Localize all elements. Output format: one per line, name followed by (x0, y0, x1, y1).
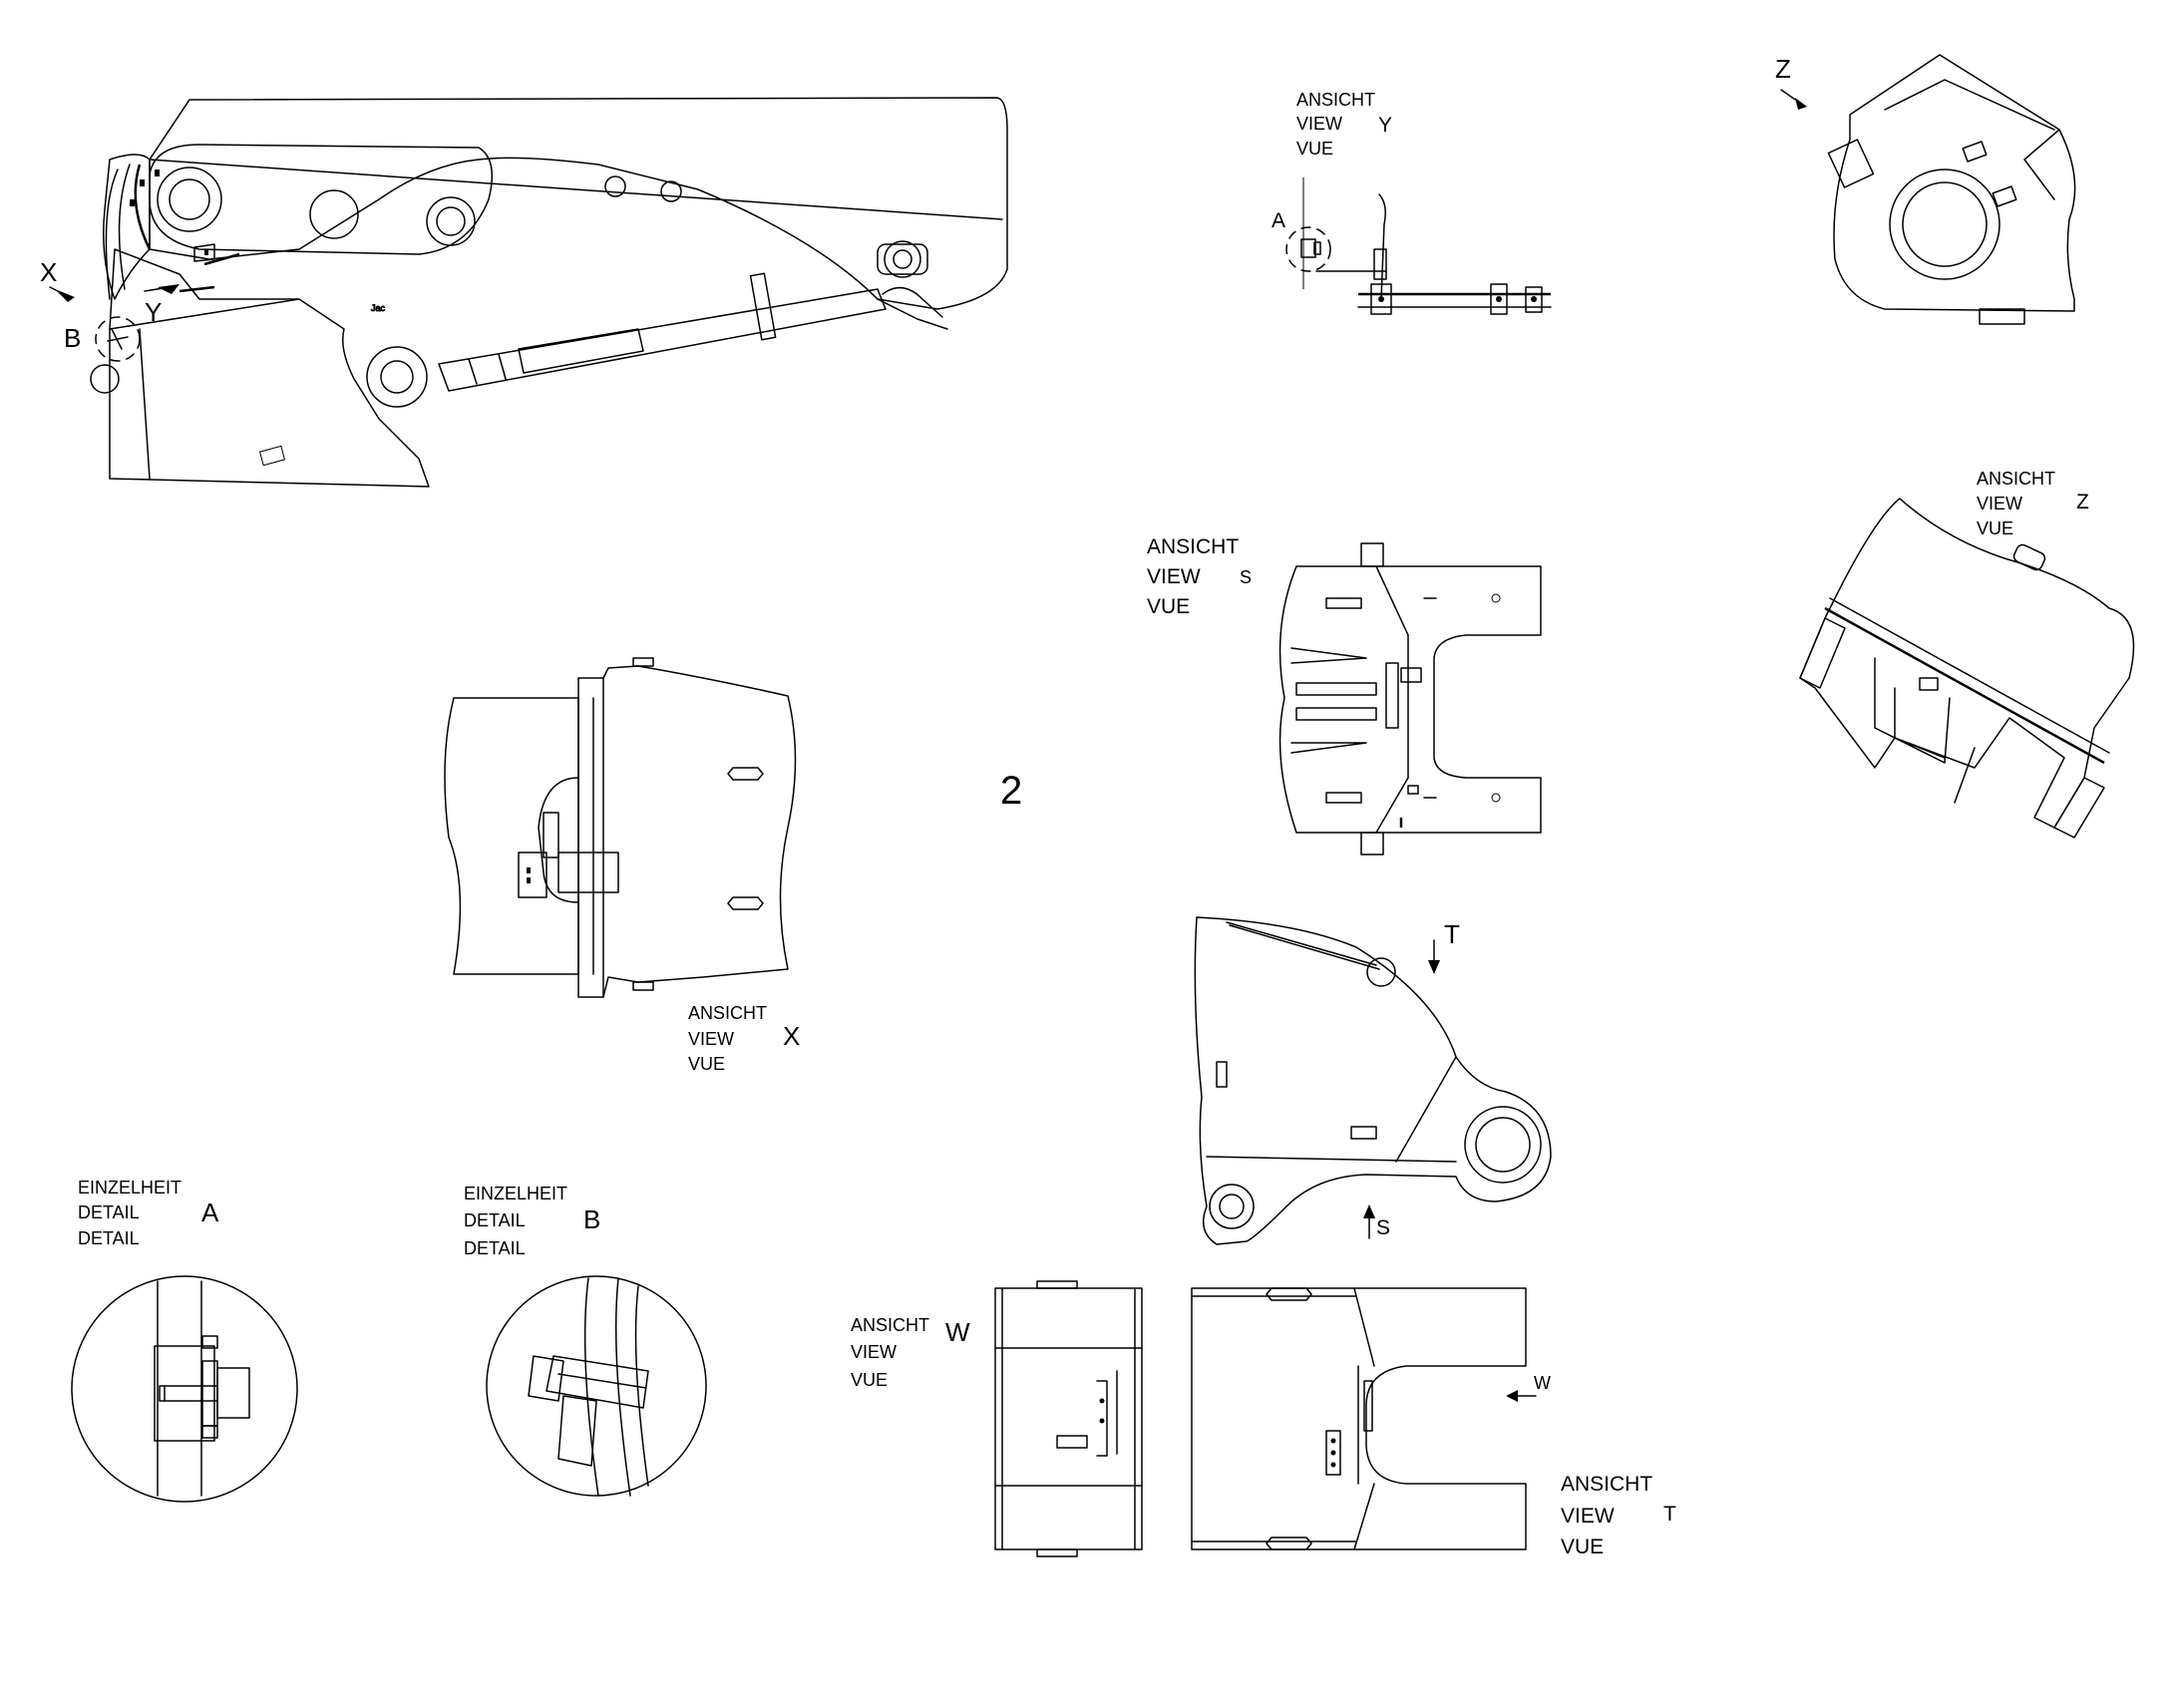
main-assembly-view: Jac X Y B (40, 97, 1008, 488)
callout-b: B (64, 323, 81, 353)
view-y: ANSICHT VIEW VUE Y A (1272, 90, 1552, 315)
detail-b-label-1: EINZELHEIT (464, 1184, 567, 1203)
view-t-label-2: VIEW (1561, 1505, 1615, 1528)
view-s-label-3: VUE (1147, 595, 1190, 618)
detail-b-label-3: DETAIL (464, 1238, 526, 1258)
view-y-label-3: VUE (1296, 139, 1333, 159)
svg-text:Jac: Jac (371, 303, 386, 313)
view-z-detail: Z (1775, 54, 2076, 325)
callout-y: Y (145, 297, 162, 327)
view-x-label-3: VUE (688, 1054, 725, 1074)
detail-a-letter: A (201, 1197, 219, 1227)
view-s-letter: S (1240, 567, 1252, 587)
view-y-label-2: VIEW (1296, 114, 1342, 134)
view-t-letter: T (1663, 1503, 1676, 1526)
view-z-letter: Z (2076, 491, 2089, 513)
detail-a-label-2: DETAIL (78, 1202, 140, 1222)
hydraulic-cylinder (366, 272, 948, 408)
view-t: W ANSICHT VIEW VUE T (1191, 1287, 1676, 1558)
detail-a: EINZELHEIT DETAIL DETAIL A (71, 1178, 298, 1503)
view-s: ANSICHT VIEW VUE S (1147, 535, 1542, 855)
view-z-label-1: ANSICHT (1977, 469, 2055, 489)
detail-b-letter: B (583, 1204, 600, 1234)
side-view: T S (1194, 916, 1552, 1245)
view-x-label-2: VIEW (688, 1029, 734, 1049)
view-s-label-2: VIEW (1147, 565, 1201, 588)
detail-b: EINZELHEIT DETAIL DETAIL B (464, 1184, 707, 1497)
view-x-label-1: ANSICHT (688, 1003, 767, 1023)
side-view-callout-t: T (1444, 919, 1460, 949)
sheet-number: 2 (1000, 769, 1022, 813)
view-z-label-3: VUE (1977, 518, 2013, 538)
detail-a-label-3: DETAIL (78, 1228, 140, 1248)
view-z: ANSICHT VIEW VUE Z (1799, 469, 2135, 839)
view-y-label-1: ANSICHT (1296, 90, 1375, 110)
view-x-letter: X (783, 1021, 800, 1051)
view-t-label-1: ANSICHT (1561, 1473, 1652, 1496)
side-view-callout-s: S (1376, 1216, 1390, 1239)
view-t-callout-w: W (1534, 1373, 1551, 1393)
view-t-label-3: VUE (1561, 1536, 1604, 1558)
view-x: ANSICHT VIEW VUE X (444, 657, 800, 1074)
detail-b-label-2: DETAIL (464, 1210, 526, 1230)
detail-a-label-1: EINZELHEIT (78, 1178, 182, 1197)
view-s-label-1: ANSICHT (1147, 535, 1239, 558)
view-z-label-2: VIEW (1977, 494, 2022, 513)
view-w: ANSICHT VIEW VUE W (851, 1280, 1143, 1557)
view-w-label-1: ANSICHT (851, 1315, 929, 1335)
view-y-callout-a: A (1272, 209, 1285, 232)
callout-x: X (40, 257, 57, 287)
view-w-letter: W (945, 1317, 970, 1347)
view-y-letter: Y (1378, 114, 1392, 137)
view-w-label-2: VIEW (851, 1342, 897, 1362)
view-z-callout: Z (1775, 54, 1791, 84)
view-w-label-3: VUE (851, 1370, 888, 1390)
